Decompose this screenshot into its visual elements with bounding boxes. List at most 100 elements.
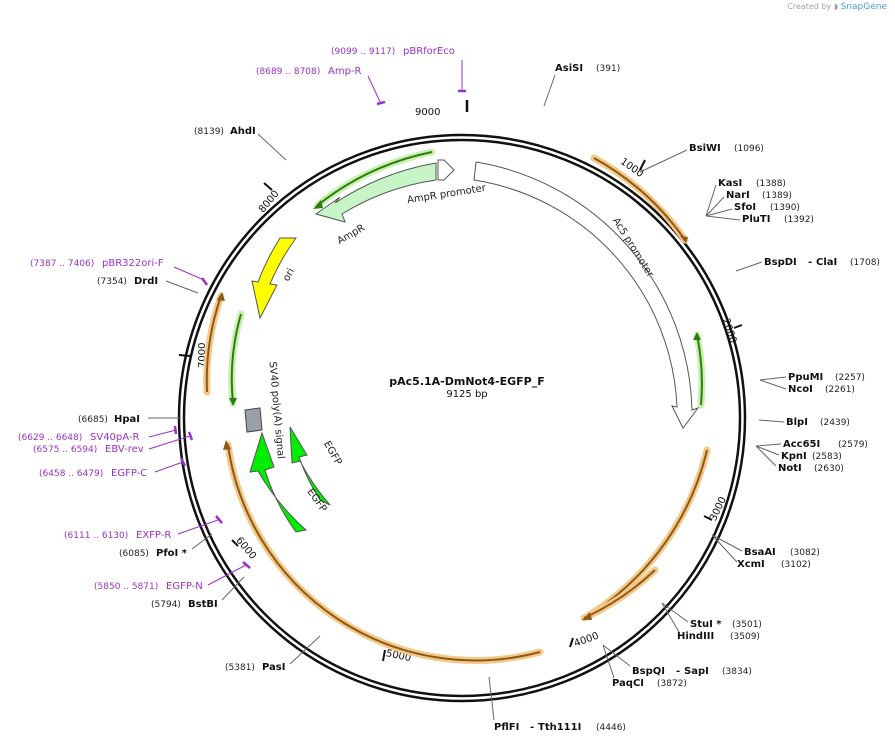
orf-arrow-icon xyxy=(229,398,237,406)
feature-label: ori xyxy=(281,267,297,284)
feature-label: EGFP xyxy=(321,439,343,467)
site-pos: (5381) xyxy=(225,663,255,673)
orf-arc-core xyxy=(587,449,708,617)
site-pos: (5794) xyxy=(151,600,181,610)
credit-brand: SnapGene xyxy=(840,2,887,12)
primer-name: SV40pA-R xyxy=(90,432,139,443)
site-name-2: - xyxy=(676,666,680,677)
tick-label: 7000 xyxy=(197,343,208,368)
orf-arc-core xyxy=(593,157,686,241)
site-pos: (2630) xyxy=(814,464,844,474)
site-name: AsiSI xyxy=(555,63,583,74)
orf-arrow-icon xyxy=(582,612,592,620)
tick-label: 9000 xyxy=(415,107,440,118)
primer-pos: (7387 .. 7406) xyxy=(30,259,94,269)
orf-arrow-icon xyxy=(223,440,231,450)
primer-pos: (9099 .. 9117) xyxy=(331,47,395,57)
orf-arc-green xyxy=(317,151,433,206)
primer-pos: (6629 .. 6648) xyxy=(18,433,82,443)
snapgene-credit: Created by ◗ SnapGene xyxy=(787,2,887,12)
site-name: BspQI xyxy=(632,666,665,677)
site-pos: (7354) xyxy=(97,277,127,287)
site-pos: (3082) xyxy=(790,548,820,558)
site-name-2: - xyxy=(808,257,812,268)
site-pos: (3872) xyxy=(657,679,687,689)
site-name: PasI xyxy=(262,662,285,673)
orf-arc-core xyxy=(227,444,541,662)
orf-arc xyxy=(584,446,711,620)
site-name: Tth111I xyxy=(538,722,581,733)
snapgene-logo-icon: ◗ xyxy=(833,2,839,11)
site-name: BstBI xyxy=(188,599,218,610)
site-name: AhdI xyxy=(230,126,256,137)
site-name: ClaI xyxy=(816,257,837,268)
tick-mark xyxy=(382,649,386,662)
orf-arrow-icon xyxy=(693,332,701,340)
orf-arc xyxy=(224,441,544,664)
site-pos: (1392) xyxy=(784,215,814,225)
primers: (9099 .. 9117) pBRforEco (8689 .. 8708) … xyxy=(18,46,466,592)
orf-arc-green xyxy=(230,313,242,404)
tick-label: 6000 xyxy=(233,535,258,562)
primer-pos: (6111 .. 6130) xyxy=(64,531,128,541)
site-name-2: - xyxy=(530,722,534,733)
site-name: BspDI xyxy=(764,257,797,268)
site-pos: (8139) xyxy=(194,127,224,137)
plasmid-size: 9125 bp xyxy=(446,389,487,400)
sv40-box xyxy=(244,407,263,433)
site-name: NotI xyxy=(778,463,802,474)
site-name: NarI xyxy=(726,190,750,201)
feature-ampr: AmpR xyxy=(314,162,437,247)
site-name: KpnI xyxy=(781,451,807,462)
credit-prefix: Created by xyxy=(787,2,832,11)
site-name: PluTI xyxy=(742,214,770,225)
site-name: SfoI xyxy=(734,202,756,213)
primer-mark xyxy=(376,100,386,106)
site-pos: (3834) xyxy=(722,667,752,677)
tick-mark xyxy=(231,539,239,547)
primer-name: EGFP-C xyxy=(111,468,147,479)
primer-pos: (8689 .. 8708) xyxy=(256,67,320,77)
primer-mark xyxy=(179,457,187,467)
primer-name: pBR322ori-F xyxy=(102,258,164,269)
site-pos: (3501) xyxy=(732,620,762,630)
site-name: PaqCI xyxy=(612,678,644,689)
feature-label: AmpR promoter xyxy=(406,183,487,206)
site-name: StuI * xyxy=(690,619,722,630)
site-pos: (3509) xyxy=(730,632,760,642)
site-name: NcoI xyxy=(788,384,813,395)
site-name: PfoI * xyxy=(156,548,188,559)
primer-pos: (5850 .. 5871) xyxy=(94,582,158,592)
site-pos: (391) xyxy=(596,64,620,74)
site-name: KasI xyxy=(718,178,742,189)
primer-mark xyxy=(200,277,209,286)
plasmid-name: pAc5.1A-DmNot4-EGFP_F xyxy=(389,375,544,388)
primer-mark xyxy=(215,515,223,524)
tick-mark xyxy=(703,515,713,521)
orf-arcs xyxy=(203,148,711,664)
feature-egfp-outer: EGFP xyxy=(249,431,328,533)
site-name: XcmI xyxy=(737,559,765,570)
orf-arrow-icon xyxy=(217,292,225,301)
site-pos: (1390) xyxy=(770,203,800,213)
site-name: Acc65I xyxy=(783,439,820,450)
orf-arc-core xyxy=(205,295,222,393)
primer-name: pBRforEco xyxy=(403,46,455,57)
site-name: BsaAI xyxy=(744,547,776,558)
site-pos: (2439) xyxy=(820,418,850,428)
orf-arrow-icon xyxy=(313,200,323,209)
tick-label: 4000 xyxy=(573,631,601,650)
tick-mark xyxy=(639,159,646,171)
backbone xyxy=(177,133,747,703)
site-pos: (4446) xyxy=(596,723,626,733)
site-name: BsiWI xyxy=(689,143,721,154)
tick-mark xyxy=(178,354,191,357)
feature-label: AmpR xyxy=(335,223,366,247)
site-pos: (6085) xyxy=(119,549,149,559)
tick-mark xyxy=(263,182,273,191)
plasmid-title: pAc5.1A-DmNot4-EGFP_F 9125 bp xyxy=(389,375,544,400)
site-name: BlpI xyxy=(786,417,808,428)
site-pos: (6685) xyxy=(78,415,108,425)
tick-mark xyxy=(733,324,743,329)
